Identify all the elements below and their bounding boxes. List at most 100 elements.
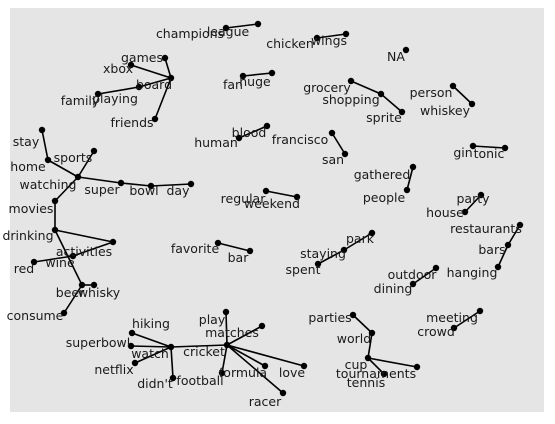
node-label-bar: bar — [228, 250, 250, 265]
node-bar — [246, 247, 254, 255]
node-house — [461, 208, 469, 216]
node-cup — [364, 354, 372, 362]
edge-xbox-board — [130, 64, 172, 79]
node-formula — [261, 362, 269, 370]
node-label-day: day — [167, 183, 191, 198]
node-playing — [135, 83, 143, 91]
node-label-play: play — [199, 312, 226, 327]
node-play — [222, 308, 230, 316]
node-regular — [262, 187, 270, 195]
node-label-blood: blood — [232, 125, 267, 140]
edge-layer — [33, 23, 521, 394]
edge-grocery-shopping — [350, 80, 382, 95]
node-label-NA: NA — [387, 49, 405, 64]
edge-board-playing — [138, 77, 172, 88]
node-human — [235, 134, 243, 142]
node-label-tournaments: tournaments — [336, 366, 416, 381]
node-movies — [51, 197, 59, 205]
node-friends — [151, 115, 159, 123]
node-consume — [60, 309, 68, 317]
edge-watching-super — [77, 176, 122, 184]
node-weekend — [293, 193, 301, 201]
node-label-consume: consume — [7, 308, 64, 323]
node-label-whiskey: whiskey — [420, 103, 471, 118]
node-bowl — [147, 182, 155, 190]
node-sprite — [398, 108, 406, 116]
node-label-spent: spent — [286, 262, 321, 277]
node-label-crowd: crowd — [417, 324, 455, 339]
node-superbowl — [127, 342, 135, 350]
edge-bowl-day — [150, 183, 192, 187]
node-park — [368, 229, 376, 237]
edge-cup-tennis — [367, 357, 385, 375]
node-watching — [74, 173, 82, 181]
node-label-league: league — [207, 24, 250, 39]
node-matches — [258, 322, 266, 330]
node-label-huge: huge — [239, 74, 271, 89]
node-label-gin: gin — [453, 145, 472, 160]
node-label-board: board — [136, 77, 172, 92]
node-games — [161, 54, 169, 62]
node-board — [167, 74, 175, 82]
node-label-dining: dining — [374, 281, 413, 296]
node-sports — [90, 147, 98, 155]
node-watch — [167, 343, 175, 351]
node-gathered — [409, 163, 417, 171]
node-label-outdoor: outdoor — [388, 267, 438, 282]
node-label-meeting: meeting — [426, 310, 478, 325]
edge-watch-netflix — [134, 346, 172, 364]
node-league — [254, 20, 262, 28]
edge-drinking-beer — [54, 229, 83, 286]
node-label-san: san — [322, 152, 344, 167]
node-label-regular: regular — [221, 191, 267, 206]
node-label-whisky: whisky — [78, 285, 121, 300]
edge-park-staying — [343, 232, 373, 251]
node-label-weekend: weekend — [244, 196, 300, 211]
node-layer — [30, 20, 524, 397]
node-label-stay: stay — [13, 134, 40, 149]
node-label-xbox: xbox — [103, 61, 133, 76]
edge-world-cup — [367, 332, 373, 359]
node-label-chicken: chicken — [266, 36, 314, 51]
node-world — [368, 329, 376, 337]
node-label-playing: playing — [92, 91, 138, 106]
node-huge — [268, 69, 276, 77]
node-label-games: games — [121, 50, 163, 65]
edge-playing-family — [97, 86, 140, 95]
node-label-watching: watching — [20, 177, 77, 192]
edge-beer-consume — [63, 284, 83, 314]
node-crowd — [450, 324, 458, 332]
node-label-cup: cup — [345, 357, 368, 372]
edge-shopping-sprite — [380, 93, 403, 113]
edge-cricket-racer — [226, 344, 284, 394]
node-label-beer: beer — [56, 285, 85, 300]
node-day — [187, 180, 195, 188]
edge-superbowl-watch — [130, 345, 172, 348]
node-label-francisco: francisco — [272, 132, 329, 147]
node-label-movies: movies — [9, 201, 54, 216]
edge-cricket-love — [226, 344, 305, 367]
node-label-bowl: bowl — [129, 183, 158, 198]
node-label-red: red — [14, 261, 35, 276]
node-label-human: human — [194, 135, 238, 150]
node-label-home: home — [10, 159, 46, 174]
edge-watch-cricket — [170, 344, 228, 348]
node-whisky — [90, 281, 98, 289]
node-cricket — [223, 341, 231, 349]
edge-human-blood — [238, 125, 268, 139]
edge-fan-huge — [242, 72, 273, 77]
node-label-gathered: gathered — [354, 167, 411, 182]
edge-activities-wine — [72, 241, 114, 257]
edge-play-cricket — [225, 311, 228, 346]
node-staying — [340, 246, 348, 254]
node-francisco — [328, 129, 336, 137]
edge-bars-hanging — [497, 244, 509, 268]
node-parties — [349, 311, 357, 319]
edge-drinking-activities — [54, 229, 114, 243]
node-chicken — [313, 34, 321, 42]
node-label-house: house — [426, 205, 464, 220]
node-family — [94, 90, 102, 98]
node-label-staying: staying — [300, 246, 346, 261]
node-label-family: family — [61, 93, 100, 108]
